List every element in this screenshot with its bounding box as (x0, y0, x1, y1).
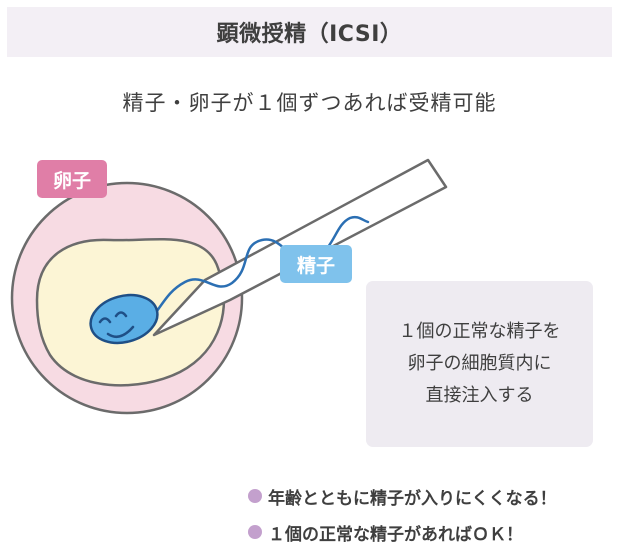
sperm-eye-right (114, 311, 128, 318)
sperm-head (89, 293, 159, 345)
list-item: 年齢とともに精子が入りにくくなる！ (248, 478, 557, 514)
sperm-tail (150, 215, 370, 320)
sperm-eye-left (98, 317, 112, 324)
title-bar: 顕微授精（ICSI） (7, 7, 612, 57)
info-line: 直接注入する (425, 385, 534, 406)
bullet-text: １個の正常な精子があればＯＫ！ (268, 524, 523, 545)
bullet-list: 年齢とともに精子が入りにくくなる！ １個の正常な精子があればＯＫ！ (248, 478, 557, 550)
subtitle: 精子・卵子が１個ずつあれば受精可能 (122, 91, 497, 115)
page-title: 顕微授精（ICSI） (216, 22, 403, 47)
sperm-label: 精子 (280, 245, 352, 283)
info-line: 卵子の細胞質内に (407, 353, 552, 374)
bullet-dot-icon (248, 489, 262, 503)
sperm-smile (106, 325, 135, 339)
info-line: １個の正常な精子を (398, 321, 561, 342)
egg-label: 卵子 (37, 160, 107, 198)
info-box: １個の正常な精子を 卵子の細胞質内に 直接注入する (366, 281, 593, 447)
list-item: １個の正常な精子があればＯＫ！ (248, 514, 557, 550)
bullet-text: 年齢とともに精子が入りにくくなる！ (268, 488, 557, 509)
bullet-dot-icon (248, 525, 262, 539)
